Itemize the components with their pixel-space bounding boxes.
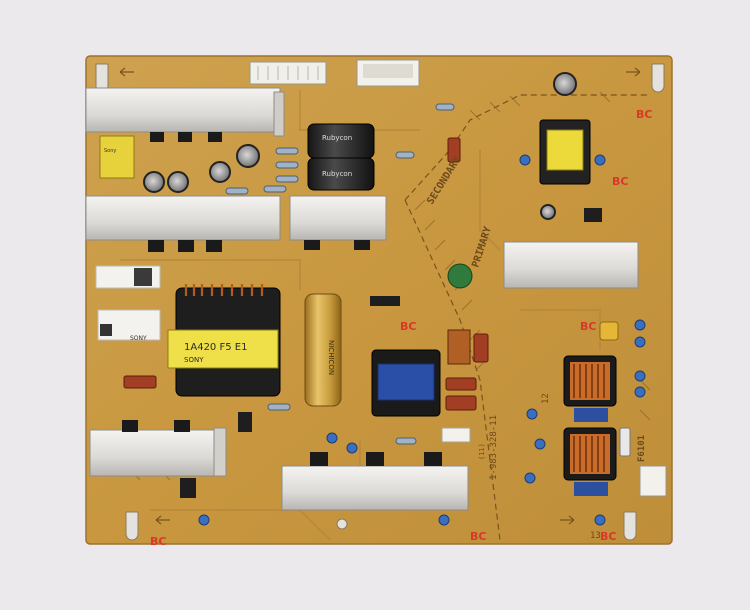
svg-text:BC: BC	[580, 320, 596, 333]
mount-hole-br	[623, 511, 637, 541]
svg-text:BC: BC	[612, 175, 628, 188]
qr-label-left: SONY	[97, 309, 161, 342]
silk-fuse-label: F6101	[637, 435, 647, 462]
svg-text:BC: BC	[150, 535, 166, 548]
silk-label-12: 12	[541, 393, 551, 404]
rubycon-capacitor-1: Rubycon	[307, 123, 375, 159]
svg-text:Rubycon: Rubycon	[322, 134, 352, 142]
yellow-transformer-top-right	[539, 119, 591, 185]
heatsink-right	[503, 241, 639, 289]
yellow-capacitors	[599, 321, 619, 341]
svg-text:Rubycon: Rubycon	[322, 170, 352, 178]
svg-text:BC: BC	[470, 530, 486, 543]
silk-board-number-suffix: (11)	[478, 443, 486, 460]
svg-text:SONY: SONY	[184, 356, 204, 364]
resistors	[225, 103, 455, 445]
heatsink-mid-center	[289, 195, 387, 241]
svg-text:NICHICON: NICHICON	[327, 340, 335, 375]
thermistor	[447, 263, 473, 289]
svg-text:BC: BC	[600, 530, 616, 543]
heatsink-bottom-left	[89, 427, 227, 477]
blue-disc-capacitors	[198, 154, 646, 526]
svg-text:BC: BC	[400, 320, 416, 333]
ic-chips	[180, 208, 602, 498]
mount-hole-bottom	[336, 518, 348, 530]
output-connector-bottom-right	[639, 465, 667, 497]
heatsink-top-left	[85, 87, 285, 137]
fuse	[619, 427, 631, 457]
power-transistors	[122, 132, 442, 466]
top-connector-left	[249, 61, 327, 85]
small-coil	[447, 329, 471, 365]
silk-board-number: 1-983-328-11	[489, 415, 499, 480]
barcode-label-left	[95, 265, 161, 289]
choke-lower	[563, 427, 617, 496]
blue-transformer	[371, 349, 441, 417]
white-ceramic-block	[441, 427, 471, 443]
top-connector-right	[356, 59, 420, 87]
silk-label-13: 13	[590, 531, 601, 541]
svg-text:1A420 F5 E1: 1A420 F5 E1	[184, 342, 247, 353]
film-capacitors	[123, 137, 489, 411]
silk-arrows	[119, 67, 641, 525]
heatsink-bottom-center	[281, 465, 469, 511]
small-capacitors	[143, 72, 577, 220]
nichicon-capacitor: NICHICON	[304, 293, 342, 407]
mount-hole-bl	[125, 511, 139, 541]
yellow-transformer-small: Sony	[99, 135, 135, 179]
svg-text:BC: BC	[636, 108, 652, 121]
heatsink-mid-left	[85, 195, 281, 241]
choke-upper	[563, 355, 617, 422]
rubycon-capacitor-2: Rubycon	[307, 157, 375, 191]
mount-hole-tr	[651, 63, 665, 93]
svg-text:Sony: Sony	[104, 148, 116, 154]
svg-text:SONY: SONY	[130, 335, 147, 342]
main-transformer: 1A420 F5 E1 SONY	[167, 284, 281, 397]
